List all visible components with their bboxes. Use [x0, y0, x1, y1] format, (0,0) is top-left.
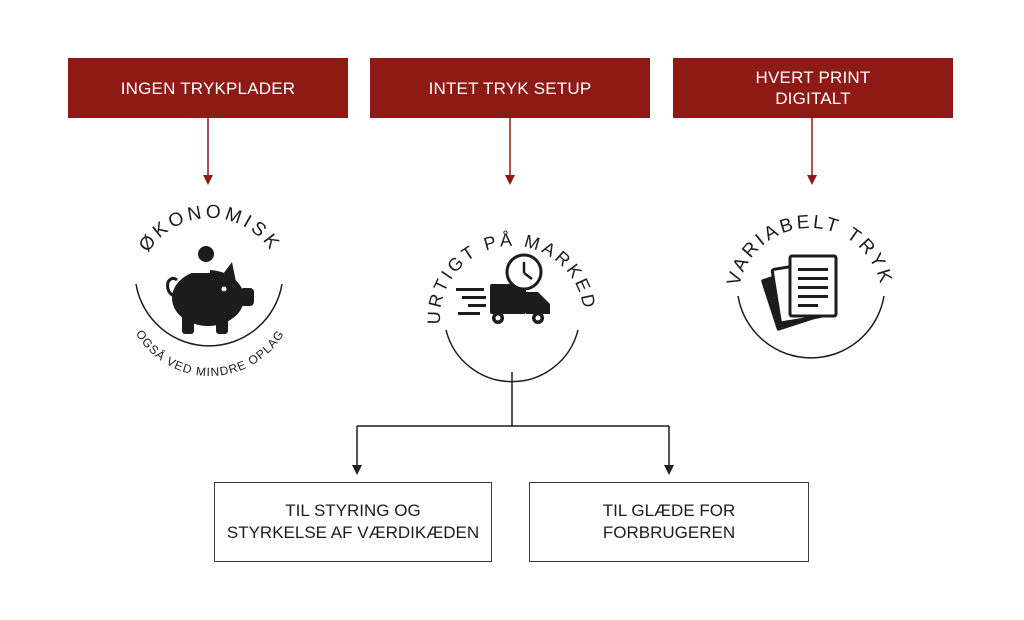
bottom-box-line1: TIL STYRING OG: [285, 501, 421, 520]
top-box-label: INGEN TRYKPLADER: [120, 78, 296, 98]
arrow-left-down: [352, 465, 362, 475]
arrow-right-down: [664, 465, 674, 475]
top-box-hvert-print-digitalt: HVERT PRINT DIGITALT: [673, 58, 953, 118]
branch-connector: [356, 372, 670, 466]
top-box-label-line1: HVERT PRINT: [755, 68, 871, 87]
arrow-2: [505, 118, 515, 185]
badge-subtitle: OGSÅ VED MINDRE OPLAG: [133, 327, 287, 379]
badge-arc: [737, 295, 885, 359]
bottom-box-line2: FORBRUGEREN: [602, 523, 736, 542]
top-box-intet-tryk-setup: INTET TRYK SETUP: [370, 58, 650, 118]
badge-variabelt-tryk: VARIABELT TRYK: [724, 212, 893, 359]
piggy-bank-icon: [166, 246, 254, 334]
badge-okonomisk: ØKONOMISK OGSÅ VED MINDRE OPLAG: [133, 202, 287, 380]
top-box-label-line2: DIGITALT: [775, 89, 851, 108]
badge-arc: [135, 283, 283, 347]
delivery-truck-clock-icon: [456, 253, 550, 324]
bottom-box-line2: STYRKELSE AF VÆRDIKÆDEN: [226, 523, 480, 542]
arrow-3: [807, 118, 817, 185]
document-stack-icon: [761, 254, 838, 331]
arrow-1: [203, 118, 213, 185]
bottom-box-glaede: TIL GLÆDE FOR FORBRUGEREN: [529, 482, 809, 562]
badge-hurtigt-pa-markedet: HURTIGT PÅ MARKEDET: [0, 0, 597, 383]
top-box-ingen-trykplader: INGEN TRYKPLADER: [68, 58, 348, 118]
bottom-box-styring: TIL STYRING OG STYRKELSE AF VÆRDIKÆDEN: [214, 482, 492, 562]
bottom-box-line1: TIL GLÆDE FOR: [602, 501, 736, 520]
top-box-label: INTET TRYK SETUP: [428, 78, 592, 98]
